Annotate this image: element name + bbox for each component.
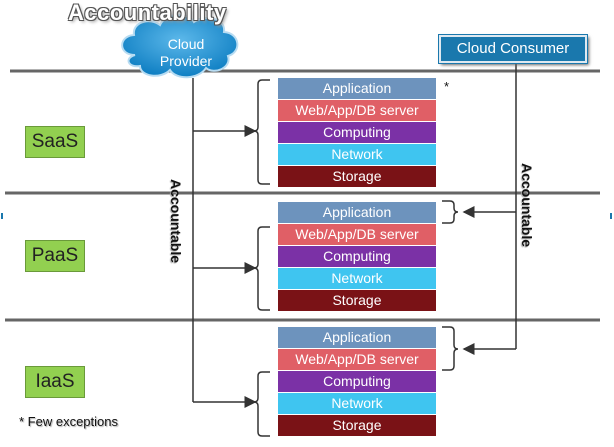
layer-label-paas: PaaS	[25, 240, 85, 272]
layer-label-iaas: IaaS	[25, 366, 85, 398]
stack-cell-application: Application	[278, 327, 436, 349]
cloud-provider-label: Cloud Provider	[159, 36, 213, 69]
stack-cell-network: Network	[278, 393, 436, 415]
layer-label-saas: SaaS	[25, 126, 85, 158]
stack-cell-storage: Storage	[278, 415, 436, 437]
right-brackets	[442, 200, 459, 371]
stack-cell-computing: Computing	[278, 122, 436, 144]
stack-cell-network: Network	[278, 144, 436, 166]
cloud-consumer-box: Cloud Consumer	[439, 35, 587, 63]
provider-connectors	[192, 78, 257, 408]
stack-cell-computing: Computing	[278, 371, 436, 393]
cloud-shape	[121, 13, 239, 79]
accountable-label-right: Accountable	[519, 162, 536, 248]
accountable-label-left: Accountable	[168, 178, 185, 264]
stack-cell-storage: Storage	[278, 166, 436, 188]
stack-saas: Application Web/App/DB server Computing …	[278, 78, 436, 188]
consumer-connectors	[462, 61, 517, 355]
stack-cell-computing: Computing	[278, 246, 436, 268]
stack-cell-network: Network	[278, 268, 436, 290]
separator-lines	[5, 69, 600, 322]
exception-asterisk: *	[444, 79, 450, 94]
stack-paas: Application Web/App/DB server Computing …	[278, 202, 436, 312]
stack-cell-application: Application	[278, 78, 436, 100]
stack-iaas: Application Web/App/DB server Computing …	[278, 327, 436, 437]
stack-cell-web-server: Web/App/DB server	[278, 224, 436, 246]
page-title: Accountability	[68, 0, 227, 25]
stack-cell-web-server: Web/App/DB server	[278, 349, 436, 371]
stack-cell-web-server: Web/App/DB server	[278, 100, 436, 122]
stack-cell-storage: Storage	[278, 290, 436, 312]
stack-cell-application: Application	[278, 202, 436, 224]
left-brackets	[253, 79, 270, 437]
footnote: * Few exceptions	[19, 414, 118, 429]
edge-ticks	[1, 213, 612, 219]
